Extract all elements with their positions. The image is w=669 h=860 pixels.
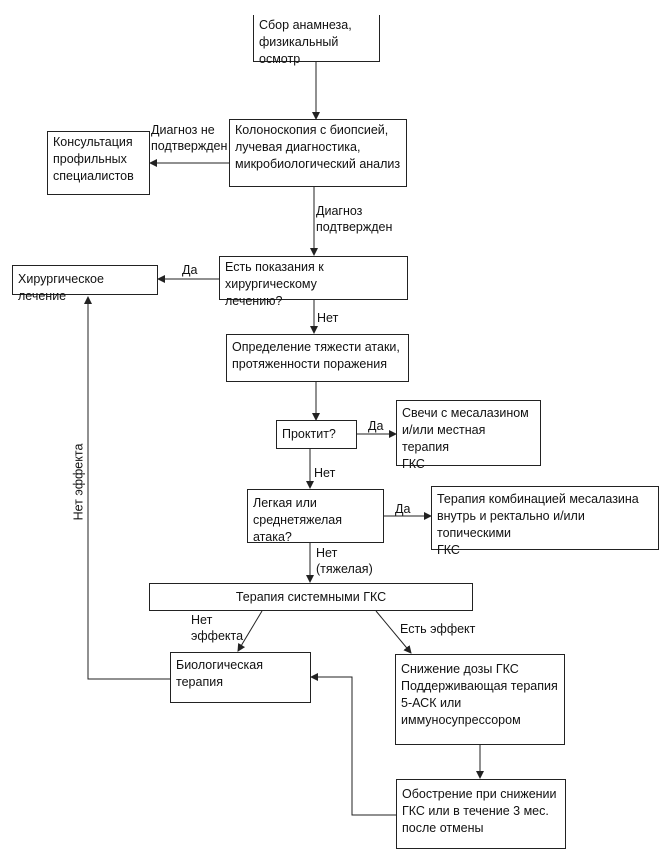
node-anamnesis: Сбор анамнеза, физикальный осмотр	[253, 15, 380, 66]
node-exacerbation: Обострение при снижении ГКС или в течени…	[396, 779, 566, 849]
label-yes-proctitis: Да	[368, 419, 384, 433]
label-no-severe: Нет (тяжелая)	[316, 546, 373, 576]
node-mild-question: Легкая или среднетяжелая атака?	[247, 489, 384, 544]
arrow-systemic-biologic	[237, 610, 263, 652]
node-systemic: Терапия системными ГКС	[149, 583, 473, 611]
label-yes-surgery: Да	[182, 263, 198, 277]
node-proctitis-question: Проктит?	[276, 420, 357, 449]
label-no-effect: Нет эффекта	[191, 613, 244, 643]
node-consult: Консультация профильных специалистов	[47, 131, 150, 195]
label-confirmed: Диагноз подтвержден	[316, 204, 393, 234]
label-has-effect: Есть эффект	[400, 622, 476, 636]
node-colonoscopy: Колоноскопия с биопсией, лучевая диагнос…	[229, 119, 407, 187]
label-not-confirmed: Диагноз не подтвержден	[151, 123, 228, 153]
node-reduce-dose: Снижение дозы ГКС Поддерживающая терапия…	[395, 654, 565, 745]
node-combo: Терапия комбинацией месалазина внутрь и …	[431, 486, 659, 557]
node-suppositories: Свечи с месалазином и/или местная терапи…	[396, 400, 541, 471]
node-surgery-question: Есть показания к хирургическому лечению?	[219, 256, 408, 308]
label-no-effect-vertical: Нет эффекта	[71, 443, 86, 521]
arrow-exacerbation-biologic	[310, 673, 396, 816]
label-no-proctitis: Нет	[314, 466, 336, 480]
node-severity: Определение тяжести атаки, протяженности…	[226, 334, 409, 382]
node-surgery: Хирургическое лечение	[12, 265, 158, 303]
node-biologic: Биологическая терапия	[170, 652, 311, 703]
label-no-surgery: Нет	[317, 311, 339, 325]
label-yes-mild: Да	[395, 502, 411, 516]
arrow-biologic-surgery	[84, 296, 170, 680]
arrow-systemic-reduce	[375, 610, 412, 654]
